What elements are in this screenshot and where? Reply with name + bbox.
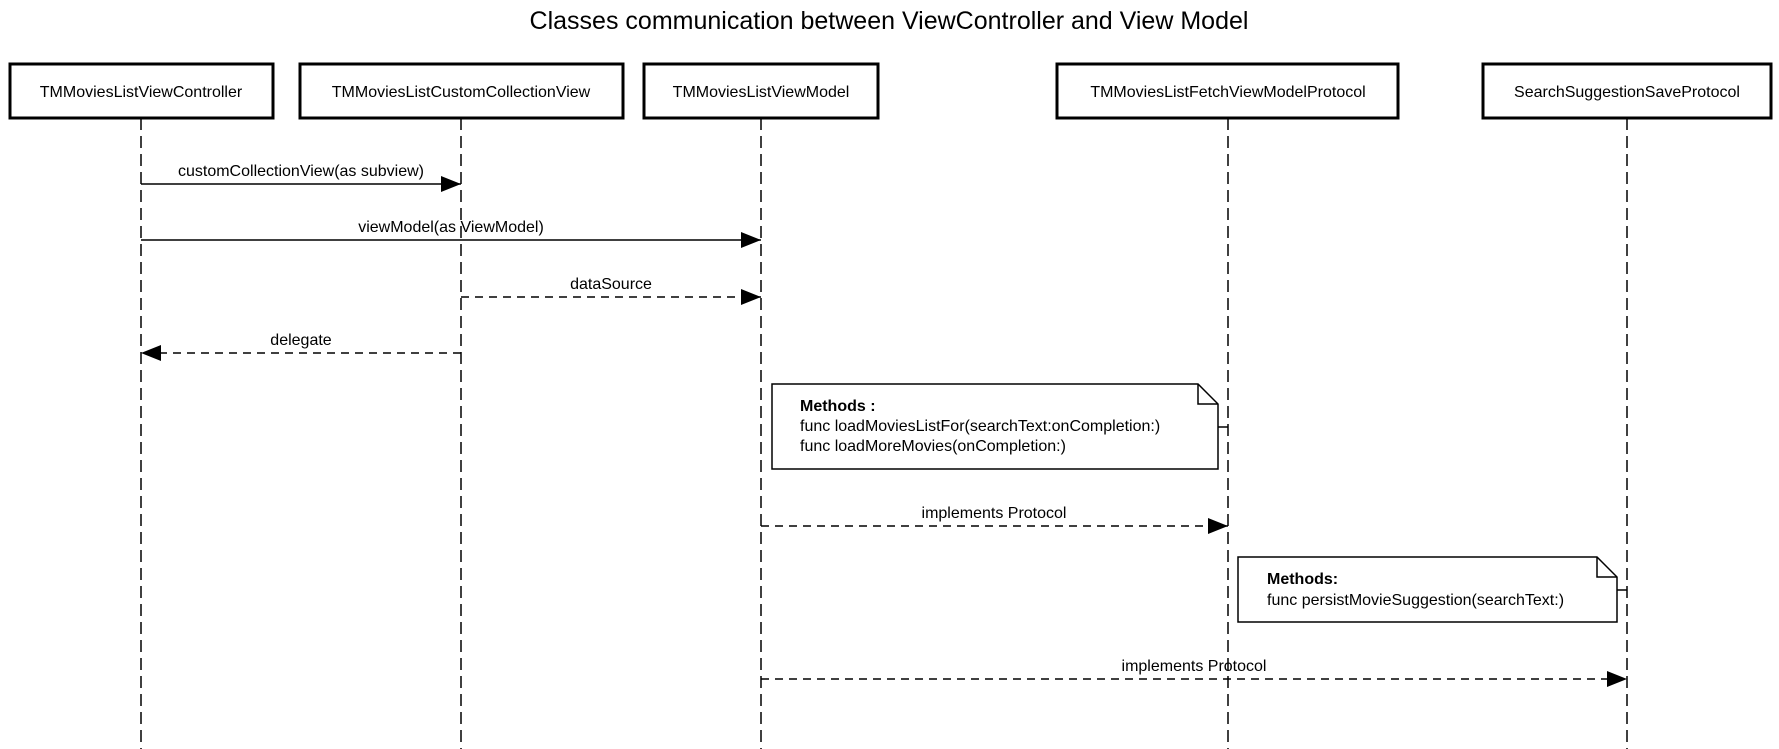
- participant-label: TMMoviesListViewModel: [673, 84, 850, 101]
- message-label: viewModel(as ViewModel): [358, 219, 544, 236]
- message-custom-collection-view: customCollectionView(as subview): [141, 163, 461, 192]
- note-heading: Methods:: [1267, 571, 1338, 588]
- message-label: implements Protocol: [922, 505, 1067, 522]
- participant-search-suggestion-protocol: SearchSuggestionSaveProtocol: [1481, 62, 1773, 749]
- note-line: func loadMoviesListFor(searchText:onComp…: [800, 418, 1160, 435]
- note-line: func loadMoreMovies(onCompletion:): [800, 438, 1066, 455]
- message-delegate: delegate: [141, 332, 461, 361]
- message-label: dataSource: [570, 276, 652, 293]
- participant-label: TMMoviesListCustomCollectionView: [332, 84, 591, 101]
- note-box: [1237, 556, 1618, 623]
- note-search-suggestion-methods: Methods: func persistMovieSuggestion(sea…: [1237, 556, 1627, 623]
- message-implements-search-protocol: implements Protocol: [761, 658, 1627, 687]
- diagram-title: Classes communication between ViewContro…: [530, 7, 1249, 35]
- note-line: func persistMovieSuggestion(searchText:): [1267, 592, 1564, 609]
- message-implements-fetch-protocol: implements Protocol: [761, 505, 1228, 534]
- message-label: customCollectionView(as subview): [178, 163, 424, 180]
- note-fold: [1197, 384, 1218, 405]
- participant-view-controller: TMMoviesListViewController: [8, 62, 275, 749]
- participant-box: [642, 62, 880, 120]
- message-view-model: viewModel(as ViewModel): [141, 219, 761, 248]
- participant-label: SearchSuggestionSaveProtocol: [1514, 84, 1740, 101]
- message-label: implements Protocol: [1122, 658, 1267, 675]
- message-label: delegate: [270, 332, 331, 349]
- participant-label: TMMoviesListViewController: [40, 84, 243, 101]
- note-box: [771, 383, 1219, 470]
- note-fetch-protocol-methods: Methods : func loadMoviesListFor(searchT…: [771, 383, 1228, 470]
- participant-view-model: TMMoviesListViewModel: [642, 62, 880, 749]
- note-fold: [1596, 557, 1617, 578]
- participant-custom-collection-view: TMMoviesListCustomCollectionView: [298, 62, 625, 749]
- participant-box: [1055, 62, 1400, 120]
- participant-box: [8, 62, 275, 120]
- message-data-source: dataSource: [461, 276, 761, 305]
- participant-label: TMMoviesListFetchViewModelProtocol: [1090, 84, 1365, 101]
- participant-box: [298, 62, 625, 120]
- participant-fetch-protocol: TMMoviesListFetchViewModelProtocol: [1055, 62, 1400, 749]
- note-heading: Methods :: [800, 398, 876, 415]
- participant-box: [1481, 62, 1773, 120]
